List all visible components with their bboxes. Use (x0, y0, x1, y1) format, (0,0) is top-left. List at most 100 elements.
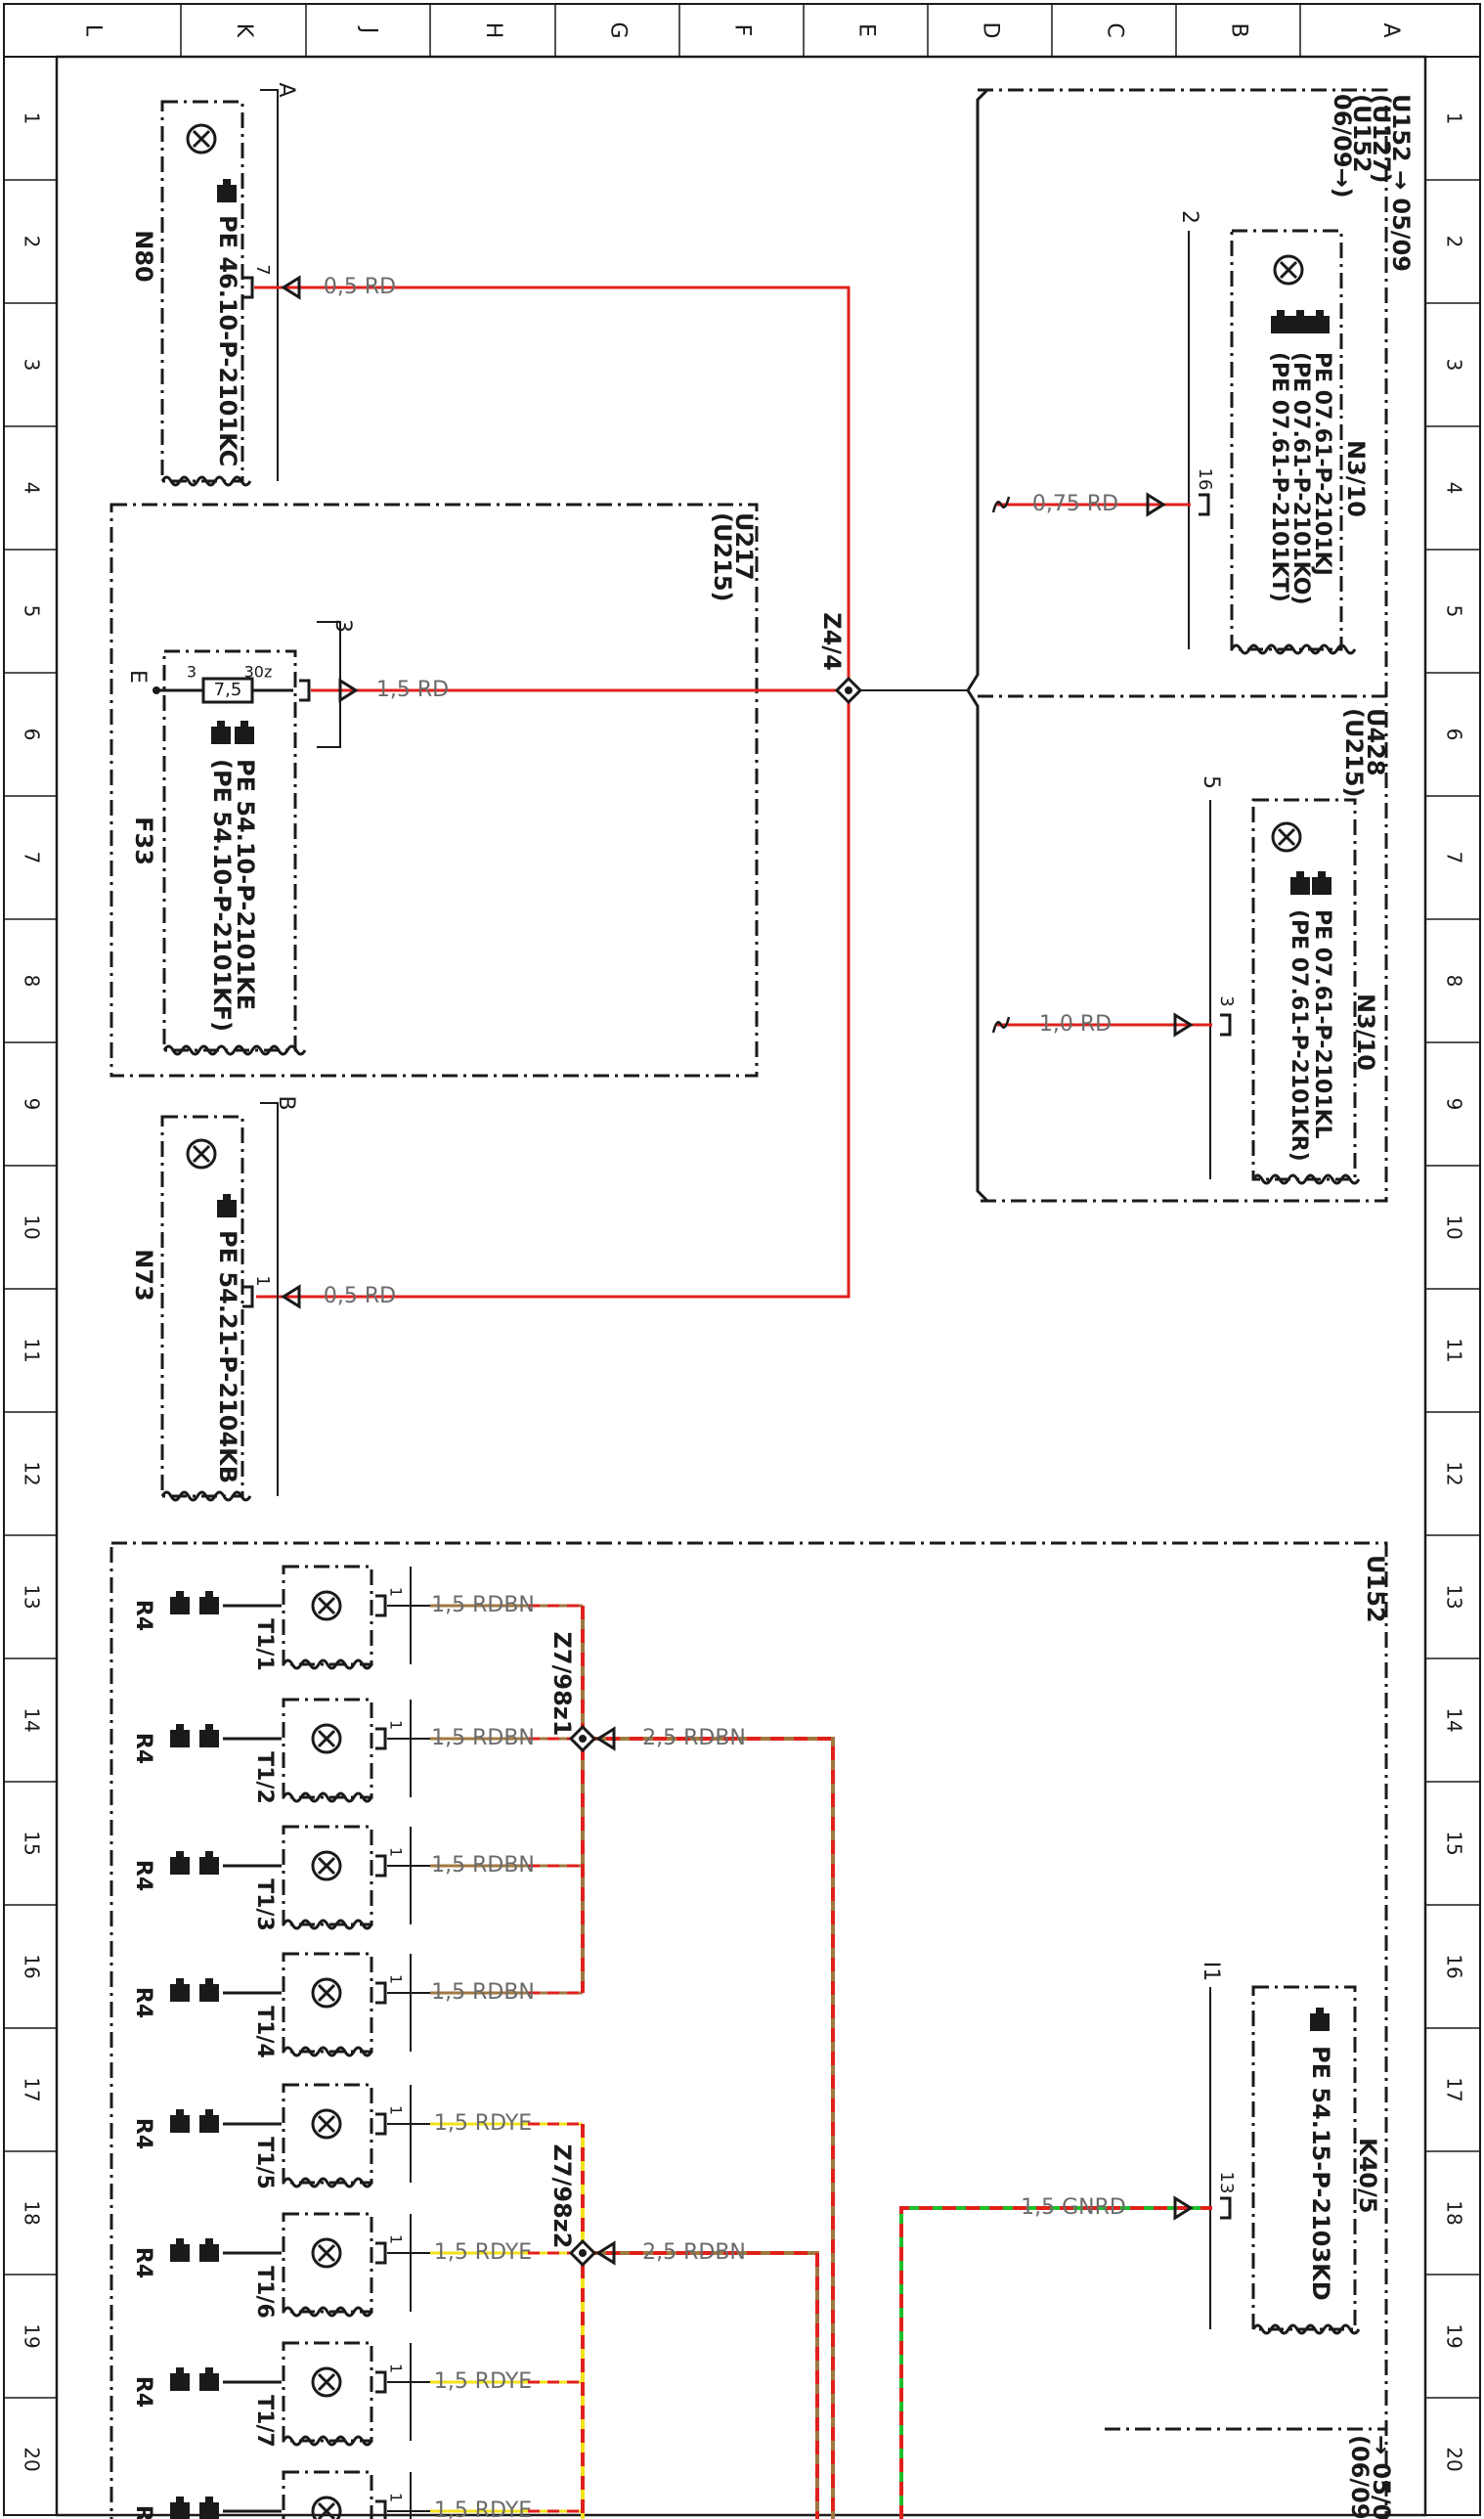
column-label-B: B (1227, 22, 1251, 37)
box-u152-top (978, 88, 1388, 1203)
n3-10-upper-name: N3/10 (1342, 440, 1370, 517)
t1-bulb-icon-4 (311, 1977, 342, 2009)
z4-4-trunk (256, 690, 851, 1299)
row-label-right-15: 15 (1443, 1831, 1466, 1855)
t1-bulb-icon-8-x2 (317, 2501, 336, 2519)
frame (3, 3, 1481, 2517)
t1-wire-label-7: 1,5 RDYE (434, 2369, 532, 2394)
n80-wire-label: 0,5 RD (324, 275, 396, 299)
z7-98z2-feed-dash (583, 2251, 819, 2519)
row-label-right-1: 1 (1443, 112, 1466, 125)
t1-bulb-icon-4-x2 (317, 1983, 336, 2003)
box-u152-bottom (109, 1541, 1388, 2519)
t1-connector-5 (375, 2112, 387, 2136)
k40-5-wire-label: 1,5 GNRD (1021, 2195, 1126, 2220)
t1-connector-2 (375, 1727, 387, 1750)
n3-10-lower-name: N3/10 (1352, 994, 1379, 1071)
t1-pin-3: 1 (387, 1847, 406, 1857)
f33-ref-icon-0-finger (240, 721, 248, 729)
t1-bulb-icon-1-x2 (317, 1596, 336, 1615)
t1-module-6 (282, 2212, 373, 2314)
z7-98z1-splice-icon-dot (579, 1735, 587, 1743)
t1-r4-plug-icon-a-6 (170, 2244, 190, 2262)
top-right-box-line-2: (U152 (1348, 94, 1375, 173)
n3-10-lower-break (991, 1016, 1011, 1034)
t1-bulb-icon-5-x2 (317, 2114, 336, 2134)
t1-connector-8 (375, 2499, 387, 2519)
t1-pin-1: 1 (387, 1587, 406, 1597)
n3-10-upper-ref-icon-1-finger (1296, 310, 1304, 318)
t1-r4-plug-icon-a-4-finger (176, 1978, 184, 1986)
row-label-right-2: 2 (1443, 236, 1466, 248)
t1-module-3-wave (282, 1919, 373, 1930)
n3-10-lower-module (1251, 798, 1357, 1181)
n3-10-upper-ref-icon-0-finger (1316, 310, 1324, 318)
boxes (109, 88, 1388, 2519)
t1-r4-plug-icon-a-4 (170, 1984, 190, 2002)
n73-name: N73 (130, 1249, 157, 1301)
f33-ref-icon-1 (211, 727, 231, 744)
n3-10-lower-ref-0: PE 07.61-P-2101KL (1310, 909, 1334, 1139)
t1-r4-plug-icon-b-7-finger (205, 2367, 213, 2375)
t1-r4-plug-icon-a-1-finger (176, 1591, 184, 1599)
t1-bulb-icon-5 (311, 2108, 342, 2140)
t1-name-1: T1/1 (252, 1618, 277, 1671)
t1-r4-2: R4 (131, 1733, 155, 1764)
k40-5-name: K40/5 (1354, 2138, 1381, 2213)
n80-wire (254, 286, 851, 690)
u217-line-1: (U215) (709, 512, 736, 602)
n73-ref-icon-finger (223, 1194, 231, 1202)
row-label-right-17: 17 (1443, 2077, 1466, 2101)
n3-10-upper-ref-icon-1 (1290, 316, 1310, 333)
n80-module (160, 100, 244, 483)
t1-r4-plug-icon-a-8-finger (176, 2497, 184, 2504)
t1-bulb-icon-7-x2 (317, 2372, 336, 2392)
f33-ref-1: (PE 54.10-P-2101KF) (208, 759, 236, 1032)
f33-ref-0: PE 54.10-P-2101KE (232, 759, 259, 1010)
row-label-left-5: 5 (21, 605, 44, 618)
k40-5-arrow (1173, 2195, 1194, 2221)
row-label-right-18: 18 (1443, 2200, 1466, 2225)
n3-10-lower-letter: 5 (1199, 775, 1223, 789)
t1-name-4: T1/4 (252, 2006, 277, 2058)
f33-name: F33 (130, 817, 157, 865)
t1-bulb-icon-1 (311, 1590, 342, 1621)
n80-arrow (281, 275, 301, 300)
n3-10-upper-ref-2: (PE 07.61-P-2101KT) (1267, 352, 1291, 602)
z7-98z1-feed-dash (583, 1737, 835, 2519)
row-label-right-16: 16 (1443, 1954, 1466, 1978)
t1-r4-plug-icon-b-1-finger (205, 1591, 213, 1599)
t1-module-4-wave (282, 2046, 373, 2057)
n80-connector (242, 276, 254, 299)
row-label-left-18: 18 (21, 2200, 44, 2225)
t1-connector-1 (375, 1594, 387, 1617)
n3-10-lower-ref-icon-0 (1312, 877, 1331, 895)
row-label-left-8: 8 (21, 975, 44, 988)
n73-bulb-icon (186, 1138, 217, 1170)
t1-r4-plug-icon-b-8-finger (205, 2497, 213, 2504)
row-label-left-1: 1 (21, 112, 44, 125)
n3-10-upper-module-wave (1230, 643, 1357, 655)
n73-bracket (260, 1102, 279, 1496)
k40-5-ref-icon-finger (1316, 2008, 1324, 2015)
f33-terminal (153, 686, 160, 694)
row-label-right-4: 4 (1443, 482, 1466, 495)
column-label-K: K (232, 23, 256, 38)
n3-10-upper-break (991, 496, 1011, 513)
row-label-left-4: 4 (21, 482, 44, 495)
u428-line-0: U428 (1362, 708, 1389, 776)
z7-98z2-feed (583, 2251, 819, 2519)
t1-r4-plug-icon-a-8 (170, 2502, 190, 2519)
n3-10-lower-bulb-icon-x2 (1277, 827, 1296, 847)
t1-connector-3 (375, 1854, 387, 1878)
t1-bulb-icon-6 (311, 2237, 342, 2269)
n3-10-upper-pin: 16 (1195, 468, 1215, 491)
t1-r4-plug-icon-a-3 (170, 1857, 190, 1875)
box-u217 (109, 503, 759, 1078)
n73-module (160, 1115, 244, 1498)
column-label-J: J (357, 25, 381, 34)
k40-5-pin: 13 (1216, 2172, 1237, 2194)
n3-10-lower-connector (1220, 1013, 1232, 1037)
row-label-left-12: 12 (21, 1461, 44, 1485)
